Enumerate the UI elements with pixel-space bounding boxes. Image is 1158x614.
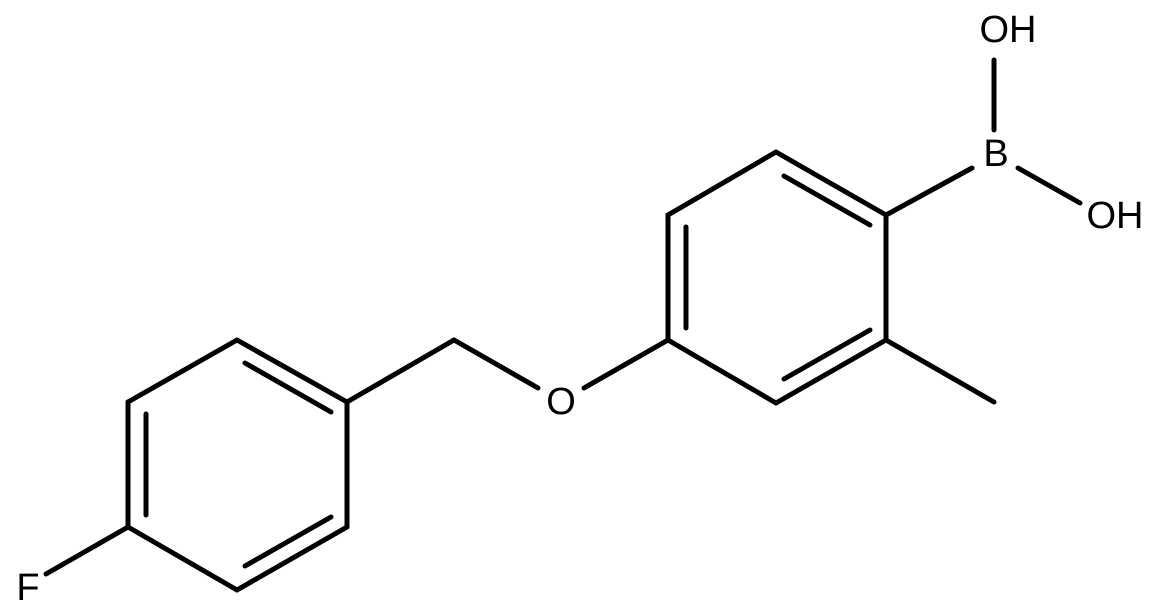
hydroxyl-top-label: OH: [980, 9, 1037, 51]
bond: [665, 149, 779, 218]
benzene-ring-right: [665, 149, 889, 406]
bond: [781, 173, 873, 228]
bond: [1015, 165, 1083, 206]
bond: [773, 149, 889, 218]
ether-linkage: [344, 337, 671, 405]
bond: [242, 514, 334, 569]
boronic-acid-group: [883, 57, 1083, 218]
bond: [883, 165, 975, 218]
bond: [125, 337, 240, 405]
bond: [234, 524, 350, 593]
bond: [781, 327, 873, 382]
bond: [773, 337, 889, 406]
bond: [451, 337, 541, 391]
bond: [125, 524, 240, 593]
bond: [234, 337, 350, 405]
fluorine-label: F: [16, 567, 39, 609]
bond: [665, 337, 779, 406]
hydroxyl-right-label: OH: [1087, 195, 1144, 237]
methyl-bond: [883, 337, 997, 405]
benzene-ring-left: [125, 337, 350, 593]
bond: [344, 337, 457, 405]
boron-label: B: [983, 133, 1008, 175]
ether-oxygen-label: O: [546, 381, 576, 423]
bond: [242, 360, 334, 415]
bond: [581, 337, 671, 391]
fluorine-bond: [43, 524, 131, 577]
